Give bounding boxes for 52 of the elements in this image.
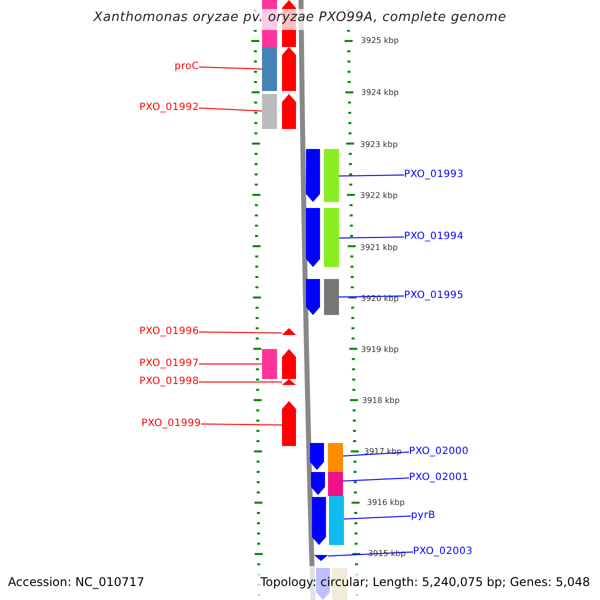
gene-label: PXO_02001 bbox=[409, 472, 469, 484]
title: Xanthomonas oryzae pv. oryzae PXO99A, complete genome bbox=[92, 10, 508, 26]
gene-label: PXO_01995 bbox=[404, 290, 464, 302]
gene-block bbox=[306, 208, 320, 267]
leader-line bbox=[344, 516, 412, 520]
gene-block bbox=[282, 47, 296, 91]
gene-block bbox=[314, 555, 328, 561]
gene-bar bbox=[329, 496, 344, 545]
gene-label: PXO_01999 bbox=[141, 418, 201, 430]
gene-block bbox=[312, 497, 326, 545]
scale-label: 3921 kbp bbox=[360, 243, 398, 253]
gene-bar bbox=[262, 94, 277, 129]
gene-label: pyrB bbox=[411, 510, 436, 522]
leader-line bbox=[200, 424, 282, 426]
scale-label: 3922 kbp bbox=[360, 191, 398, 201]
gene-label: proC bbox=[174, 61, 199, 73]
gene-bar bbox=[262, 47, 277, 91]
gene-bar bbox=[324, 149, 339, 202]
scale-label: 3925 kbp bbox=[361, 36, 399, 46]
gene-bar bbox=[324, 279, 339, 315]
gene-block bbox=[282, 401, 296, 446]
leader-line bbox=[342, 478, 410, 482]
leader-line bbox=[338, 174, 404, 176]
gene-label: PXO_02000 bbox=[409, 446, 469, 458]
gene-label: PXO_01992 bbox=[139, 102, 199, 114]
scale-label: 3918 kbp bbox=[362, 396, 400, 406]
gene-label: PXO_01993 bbox=[404, 169, 464, 181]
gene-bar bbox=[328, 472, 343, 496]
gene-label: PXO_01997 bbox=[139, 358, 199, 370]
scale-label: 3923 kbp bbox=[360, 140, 398, 150]
gene-label: PXO_01996 bbox=[139, 326, 199, 338]
accession-text: Accession: NC_010717 bbox=[8, 575, 144, 589]
gene-block bbox=[310, 443, 324, 470]
leader-line bbox=[338, 236, 404, 238]
scale-label: 3924 kbp bbox=[361, 88, 399, 98]
gene-bar bbox=[328, 443, 343, 472]
gene-block bbox=[311, 472, 325, 495]
scale-label: 3916 kbp bbox=[367, 498, 405, 508]
gene-bar bbox=[262, 349, 277, 379]
gene-block bbox=[282, 94, 296, 129]
summary-text: Topology: circular; Length: 5,240,075 bp; Genes: 5,048 bbox=[260, 575, 590, 589]
leader-line bbox=[198, 108, 262, 112]
gene-label: PXO_01994 bbox=[404, 231, 464, 243]
leader-line bbox=[198, 332, 282, 334]
gene-bar bbox=[324, 208, 339, 267]
gene-label: PXO_01998 bbox=[139, 376, 199, 388]
gene-label: PXO_02003 bbox=[413, 546, 473, 558]
leader-line bbox=[198, 66, 262, 70]
gene-block bbox=[306, 279, 320, 315]
gene-block bbox=[306, 149, 320, 202]
gene-block bbox=[282, 328, 296, 335]
scale-label: 3919 kbp bbox=[361, 345, 399, 355]
